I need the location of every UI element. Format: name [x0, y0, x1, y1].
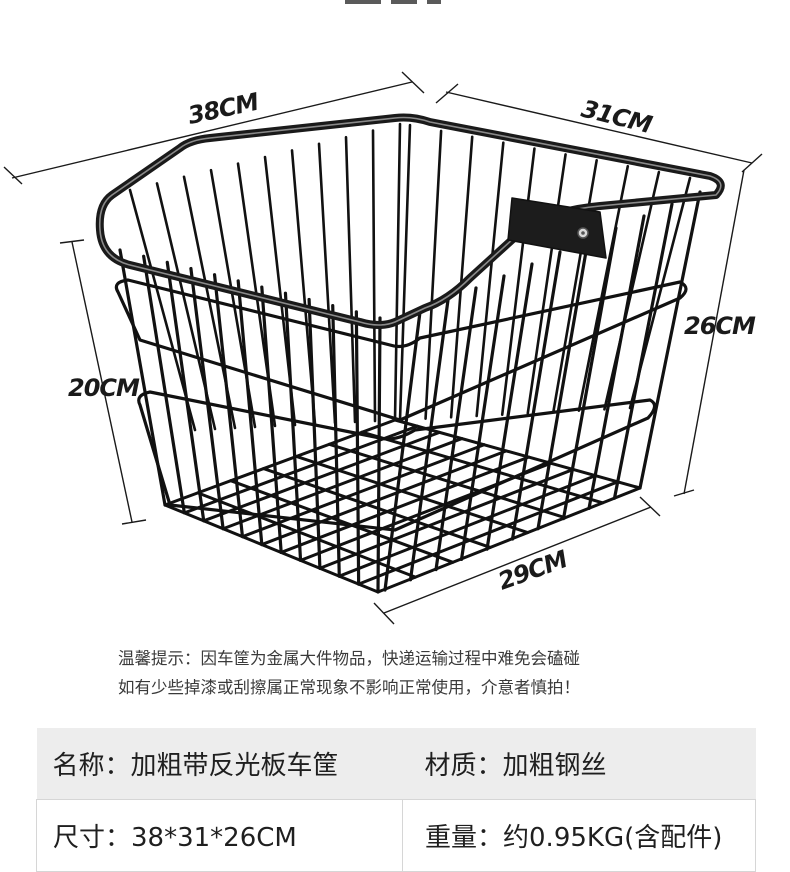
- notice-line: 温馨提示：因车筐为金属大件物品，快递运输过程中难免会磕碰: [118, 649, 580, 668]
- top-tab-indicators: [345, 0, 441, 4]
- basket-wire: [603, 170, 661, 411]
- basket-wire: [424, 129, 443, 420]
- basket-wire: [307, 297, 322, 570]
- basket-wire: [408, 298, 450, 582]
- dim-label-top-width: 38CM: [185, 88, 261, 130]
- basket-figure: 38CM 31CM 26CM 20CM 29CM: [3, 71, 763, 625]
- dim-label-back-height: 26CM: [684, 312, 756, 340]
- basket-wire: [500, 147, 536, 416]
- basket-wire: [317, 142, 337, 425]
- basket-middle-hoop: [114, 278, 688, 422]
- spec-value-size: 38*31*26CM: [131, 823, 297, 853]
- basket-wire: [354, 310, 361, 586]
- dim-tick: [59, 239, 85, 244]
- notice-line: 如有少些掉漆或刮擦属正常现象不影响正常使用，介意者慎拍！: [118, 678, 580, 697]
- basket-bottom-grid: [163, 418, 642, 594]
- basket-rim-highlight: [98, 116, 722, 326]
- dim-line-bottom-width: [383, 506, 652, 614]
- spec-cell-weight: 重量：约0.95KG(含配件): [402, 799, 756, 872]
- dim-line-top-width: [11, 81, 413, 179]
- dimension-lines: [3, 71, 763, 625]
- basket-wire: [434, 286, 478, 572]
- basket-wire: [212, 273, 245, 539]
- basket-wire: [376, 316, 382, 594]
- dim-line-front-height: [71, 241, 133, 523]
- shipping-notice: 温馨提示：因车筐为金属大件物品，快递运输过程中难免会磕碰 如有少些掉漆或刮擦属正…: [118, 644, 718, 702]
- basket-wire: [283, 291, 303, 562]
- basket-grid-wire: [240, 443, 486, 539]
- basket-wire: [383, 310, 422, 592]
- spec-value-material: 加粗钢丝: [502, 751, 607, 781]
- dim-label-bottom-width: 29CM: [494, 545, 571, 596]
- reflector-bracket: [507, 197, 607, 259]
- dim-tick: [121, 519, 147, 525]
- dim-tick: [401, 71, 425, 94]
- spec-label-material: 材质：: [424, 751, 503, 781]
- basket-wire: [260, 285, 283, 555]
- basket-wire: [371, 129, 377, 423]
- dim-label-top-depth: 31CM: [579, 95, 656, 140]
- basket-grid-wire: [376, 486, 642, 594]
- basket-grid-wire: [163, 503, 380, 594]
- basket-wire: [209, 168, 257, 429]
- basket-wire: [612, 202, 674, 500]
- spec-cell-size: 尺寸：38*31*26CM: [36, 799, 403, 872]
- basket-wire: [331, 304, 341, 578]
- dim-label-front-height: 20CM: [68, 374, 140, 402]
- tab-indicator: [345, 0, 381, 4]
- spec-value-weight: 约0.95KG(含配件): [503, 823, 723, 853]
- basket-grid-wire: [262, 467, 492, 549]
- basket-wire: [561, 226, 618, 521]
- basket-lower-hoop: [137, 390, 657, 532]
- dim-tick: [3, 166, 23, 185]
- spec-cell-material: 材质：加粗钢丝: [402, 728, 756, 800]
- dim-tick: [373, 602, 395, 625]
- spec-row: 名称：加粗带反光板车筐 材质：加粗钢丝: [36, 728, 756, 800]
- basket-grid-wire: [202, 430, 442, 523]
- basket-wire: [449, 135, 474, 419]
- basket-wire: [459, 274, 506, 562]
- basket-wire: [290, 149, 317, 426]
- spec-label-size: 尺寸：: [53, 823, 132, 853]
- basket-grid-wire: [294, 454, 530, 535]
- basket-wire: [128, 188, 197, 432]
- dim-tick: [741, 153, 763, 173]
- spec-label-weight: 重量：: [425, 823, 504, 853]
- basket-wire: [155, 182, 217, 431]
- basket-grid-wire: [318, 467, 575, 570]
- tab-indicator: [427, 0, 441, 4]
- basket-wire: [398, 123, 412, 422]
- basket-wire: [628, 176, 692, 410]
- basket-wire: [526, 153, 567, 415]
- basket-wire: [638, 190, 702, 490]
- basket-wire: [263, 155, 297, 427]
- basket-wire: [475, 141, 505, 418]
- spec-table: 名称：加粗带反光板车筐 材质：加粗钢丝 尺寸：38*31*26CM 重量：约0.…: [36, 728, 756, 872]
- basket-wire: [485, 262, 534, 551]
- basket-grid-wire: [393, 418, 642, 490]
- basket-wire: [142, 254, 186, 515]
- basket-wire: [552, 159, 598, 414]
- basket-wire: [393, 122, 402, 422]
- dim-tick: [673, 489, 695, 497]
- tab-indicator: [391, 0, 417, 4]
- dim-tick: [435, 83, 459, 104]
- basket-wire: [510, 250, 562, 541]
- basket-wire: [536, 238, 590, 531]
- wire-basket: [95, 113, 725, 594]
- basket-grid-wire: [260, 449, 508, 547]
- basket-wire: [344, 135, 357, 424]
- spec-cell-name: 名称：加粗带反光板车筐: [36, 728, 403, 800]
- spec-value-name: 加粗带反光板车筐: [130, 751, 339, 781]
- spec-row: 尺寸：38*31*26CM 重量：约0.95KG(含配件): [36, 799, 756, 872]
- basket-grid-wire: [279, 455, 531, 554]
- dim-line-top-depth: [445, 91, 753, 164]
- basket-grid-wire: [221, 437, 464, 531]
- spec-label-name: 名称：: [52, 751, 131, 781]
- basket-wire: [182, 175, 237, 430]
- dim-tick: [639, 496, 661, 517]
- dim-line-back-height: [683, 169, 745, 495]
